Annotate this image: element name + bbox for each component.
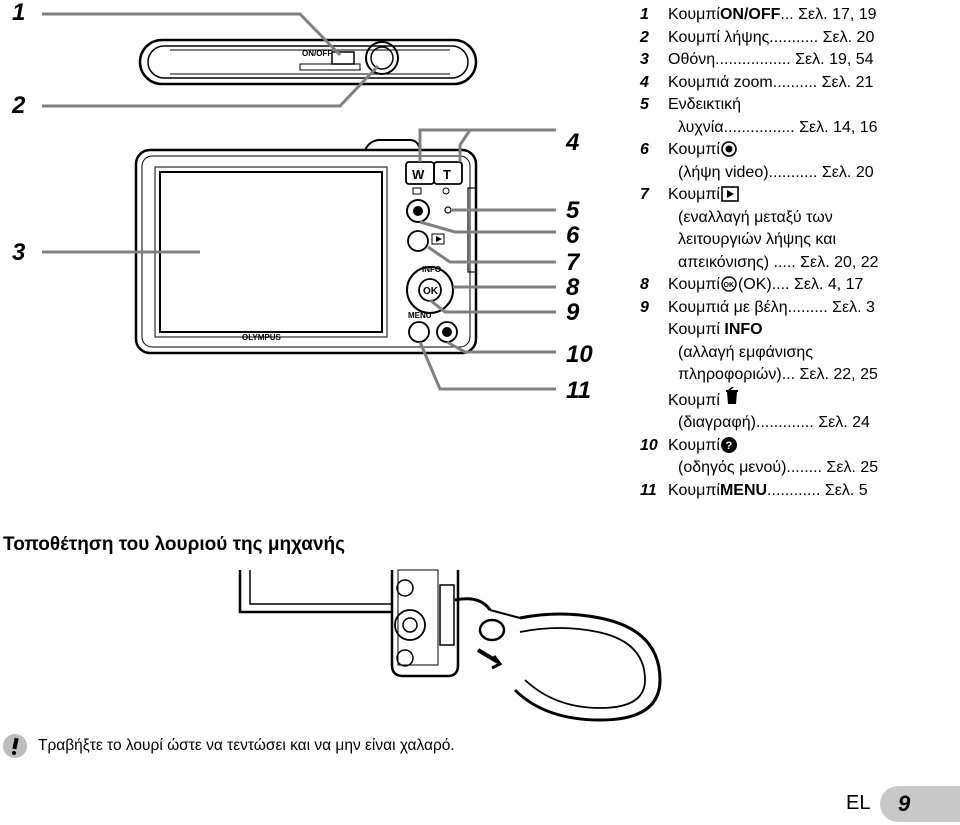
legend-row-1: 1 Κουμπί ON/OFF... Σελ. 17, 19 <box>640 6 877 23</box>
page-number: 9 <box>898 791 911 816</box>
onoff-label: ON/OFF <box>302 49 332 58</box>
menu-button[interactable] <box>408 321 430 343</box>
legend-row-9-info-cont2: πληροφοριών)... Σελ. 22, 25 <box>678 366 878 383</box>
callout-3: 3 <box>12 239 26 266</box>
magnify-icon <box>442 187 450 195</box>
callout-10: 10 <box>566 341 593 368</box>
brand-logo: OLYMPUS <box>242 333 281 342</box>
help-icon <box>442 327 452 337</box>
callout-9: 9 <box>566 299 580 326</box>
record-dot-icon <box>413 206 423 216</box>
page-number-badge <box>880 786 960 822</box>
svg-text:?: ? <box>725 440 732 452</box>
camera-back-view <box>134 139 478 355</box>
playback-icon <box>431 233 445 245</box>
callout-8: 8 <box>566 274 580 301</box>
movie-record-button[interactable] <box>406 199 430 223</box>
callout-1: 1 <box>12 0 25 26</box>
wide-grid-icon <box>412 187 422 195</box>
legend-row-5-cont: λυχνία................ Σελ. 14, 16 <box>678 118 878 136</box>
legend-row-10-cont: (οδηγός μενού)........ Σελ. 25 <box>678 459 879 476</box>
trash-icon <box>726 385 739 404</box>
callout-6: 6 <box>566 222 580 249</box>
legend-row-7-cont3: απεικόνισης) ..... Σελ. 20, 22 <box>678 253 879 271</box>
warning-text: Τραβήξτε το λουρί ώστε να τεντώσει και ν… <box>38 737 455 754</box>
menu-label: MENU <box>408 311 432 320</box>
zoom-t-label: T <box>443 167 451 182</box>
callout-7: 7 <box>566 249 581 276</box>
callout-2: 2 <box>11 92 26 119</box>
movie-record-icon <box>721 141 737 157</box>
camera-top-view <box>138 38 478 86</box>
arrow-pad[interactable] <box>406 266 454 314</box>
section-title: Τοποθέτηση του λουριού της μηχανής <box>3 534 346 555</box>
leader-lines <box>42 12 556 391</box>
legend-row-7-cont1: (εναλλαγή μεταξύ των <box>678 208 833 226</box>
help-icon: ? <box>720 436 737 453</box>
callout-4: 4 <box>565 129 579 156</box>
legend-row-9-info: Κουμπί INFO <box>668 321 763 338</box>
svg-text:OK: OK <box>723 282 734 289</box>
legend-row-9-erase: Κουμπί <box>640 385 958 413</box>
playback-button[interactable] <box>407 230 429 252</box>
language-code: EL <box>846 792 871 814</box>
ok-label: OK <box>423 286 439 297</box>
info-label: INFO <box>422 265 441 274</box>
legend-row-9-info-cont1: (αλλαγή εμφάνισης <box>678 343 813 361</box>
warning-icon <box>3 734 27 758</box>
ok-icon: OK <box>721 276 737 292</box>
zoom-t-button[interactable] <box>433 161 463 185</box>
legend-row-9-erase-cont: (διαγραφή)............. Σελ. 24 <box>678 414 870 431</box>
indicator-lamp <box>444 206 452 214</box>
callout-5: 5 <box>566 197 580 224</box>
legend-row-7-cont2: λειτουργιών λήψης και <box>678 231 836 248</box>
zoom-w-label: W <box>412 167 425 182</box>
legend-row-6-cont: (λήψη video)........... Σελ. 20 <box>678 163 874 181</box>
callout-11: 11 <box>566 377 591 404</box>
playback-icon <box>721 186 739 202</box>
legend-row-11: 11 Κουμπί MENU............ Σελ. 5 <box>640 481 868 499</box>
strap-illustration <box>238 569 662 722</box>
